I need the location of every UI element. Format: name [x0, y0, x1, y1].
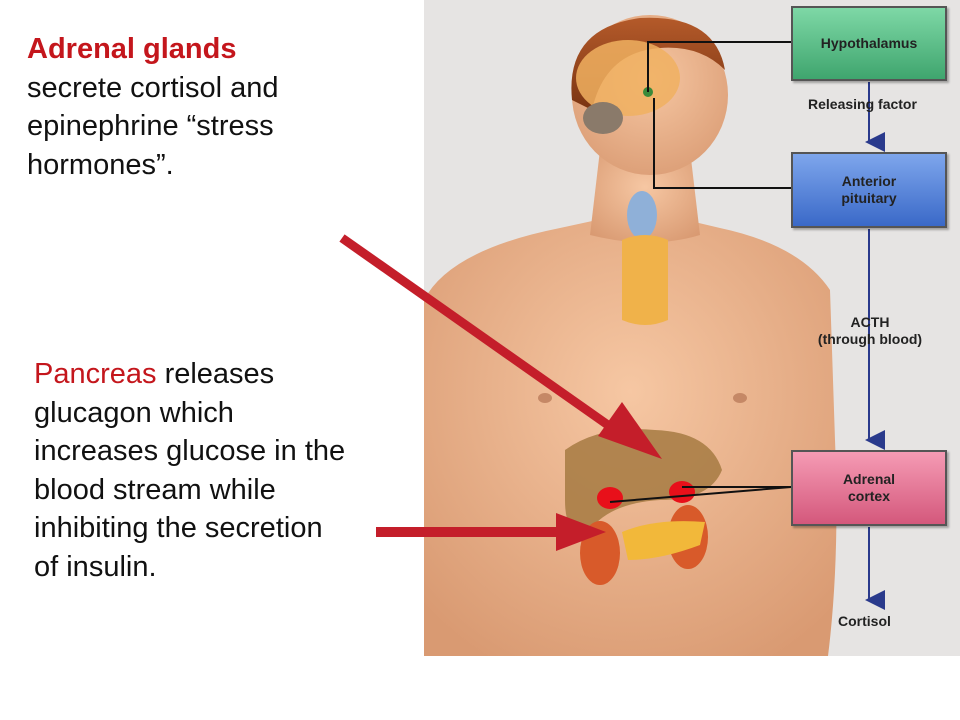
acth-label-line1: ACTH: [850, 314, 890, 330]
thyroid: [627, 191, 657, 239]
pituitary-connector: [653, 98, 791, 189]
adrenal-glands-caption: Adrenal glands secrete cortisol and epin…: [27, 30, 347, 184]
brain: [576, 40, 680, 116]
acth-label-line2: (through blood): [817, 331, 923, 347]
cerebellum: [583, 102, 623, 134]
adrenal-pointer-arrow-head: [598, 402, 662, 459]
adrenal-cortex-label-line1: Adrenal: [842, 471, 896, 487]
pancreas-description: releases glucagon which increases glucos…: [34, 358, 346, 583]
releasing-factor-label: Releasing factor: [808, 96, 917, 112]
cortisol-label: Cortisol: [838, 613, 891, 629]
anterior-pituitary-label-line1: Anterior: [841, 173, 897, 189]
hypothalamus-connector: [647, 41, 791, 92]
hypothalamus-label: Hypothalamus: [820, 35, 918, 51]
hypothalamus-box: Hypothalamus: [791, 6, 947, 81]
pancreas-caption: Pancreas releases glucagon which increas…: [34, 355, 354, 586]
right-nipple: [733, 393, 747, 403]
adrenal-glands-term: Adrenal glands: [27, 33, 237, 65]
hair: [571, 17, 725, 110]
pancreas-term: Pancreas: [34, 358, 157, 390]
right-adrenal-gland: [669, 481, 695, 503]
left-adrenal-gland: [597, 487, 623, 509]
adrenal-pointer-arrow-shaft: [339, 234, 618, 434]
pancreas: [622, 521, 705, 560]
acth-label: ACTH(through blood): [805, 314, 935, 348]
pancreas-pointer-arrow-head: [556, 513, 606, 551]
adrenal-connector-lower: [609, 486, 792, 503]
left-nipple: [538, 393, 552, 403]
anterior-pituitary-label-line2: pituitary: [841, 190, 897, 206]
adrenal-cortex-label-line2: cortex: [847, 488, 891, 504]
adrenal-glands-description: secrete cortisol and epinephrine “stress…: [27, 71, 279, 181]
thymus: [622, 235, 668, 325]
